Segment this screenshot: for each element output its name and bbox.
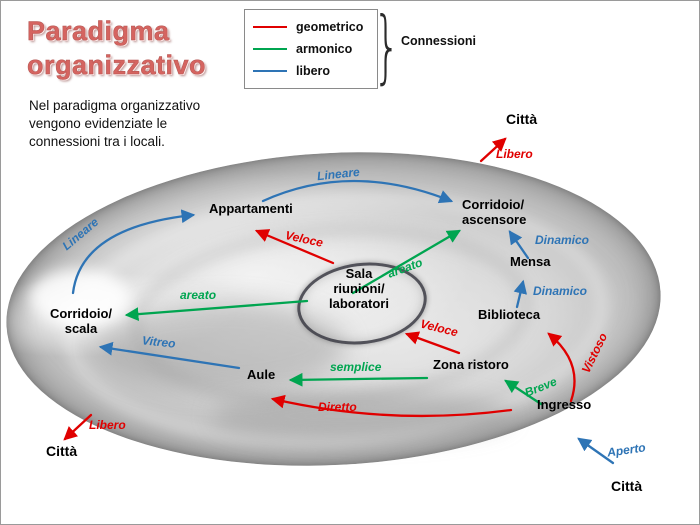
legend: geometrico armonico libero [244, 9, 378, 89]
node-citta-bottom-right: Città [611, 478, 643, 494]
connection-label-dinamico-lower: Dinamico [533, 284, 588, 298]
connection-label-libero-top-right: Libero [496, 147, 533, 161]
legend-item-geometrico: geometrico [253, 20, 369, 34]
connection-label-dinamico-upper: Dinamico [535, 233, 590, 247]
node-corridoio-ascensore: Corridoio/ ascensore [462, 197, 527, 227]
connection-label-libero-bottom-left: Libero [89, 418, 126, 432]
node-citta-top-right: Città [506, 111, 538, 127]
page-title: Paradigma organizzativo [27, 16, 207, 80]
connection-label-aperto: Aperto [606, 440, 647, 460]
connection-label-areato-left: areato [180, 288, 217, 302]
node-biblioteca: Biblioteca [478, 307, 541, 322]
connection-label-diretto: Diretto [318, 400, 357, 414]
node-citta-bottom-left: Città [46, 443, 78, 459]
node-zona-ristoro: Zona ristoro [433, 357, 509, 372]
legend-label: geometrico [296, 20, 364, 34]
legend-item-armonico: armonico [253, 42, 369, 56]
legend-title: Connessioni [401, 34, 477, 48]
legend-label: armonico [296, 42, 353, 56]
node-mensa: Mensa [510, 254, 551, 269]
legend-item-libero: libero [253, 64, 369, 78]
node-appartamenti: Appartamenti [209, 201, 293, 216]
node-aule: Aule [247, 367, 276, 382]
node-ingresso: Ingresso [537, 397, 592, 412]
red-line-swatch [253, 26, 287, 28]
description-text: Nel paradigma organizzativo vengono evid… [29, 98, 201, 150]
brace-icon: } [373, 1, 401, 94]
blue-line-swatch [253, 70, 287, 72]
green-line-swatch [253, 48, 287, 50]
legend-label: libero [296, 64, 331, 78]
node-corridoio-scala: Corridoio/ scala [49, 306, 113, 336]
connection-label-semplice: semplice [330, 360, 382, 374]
